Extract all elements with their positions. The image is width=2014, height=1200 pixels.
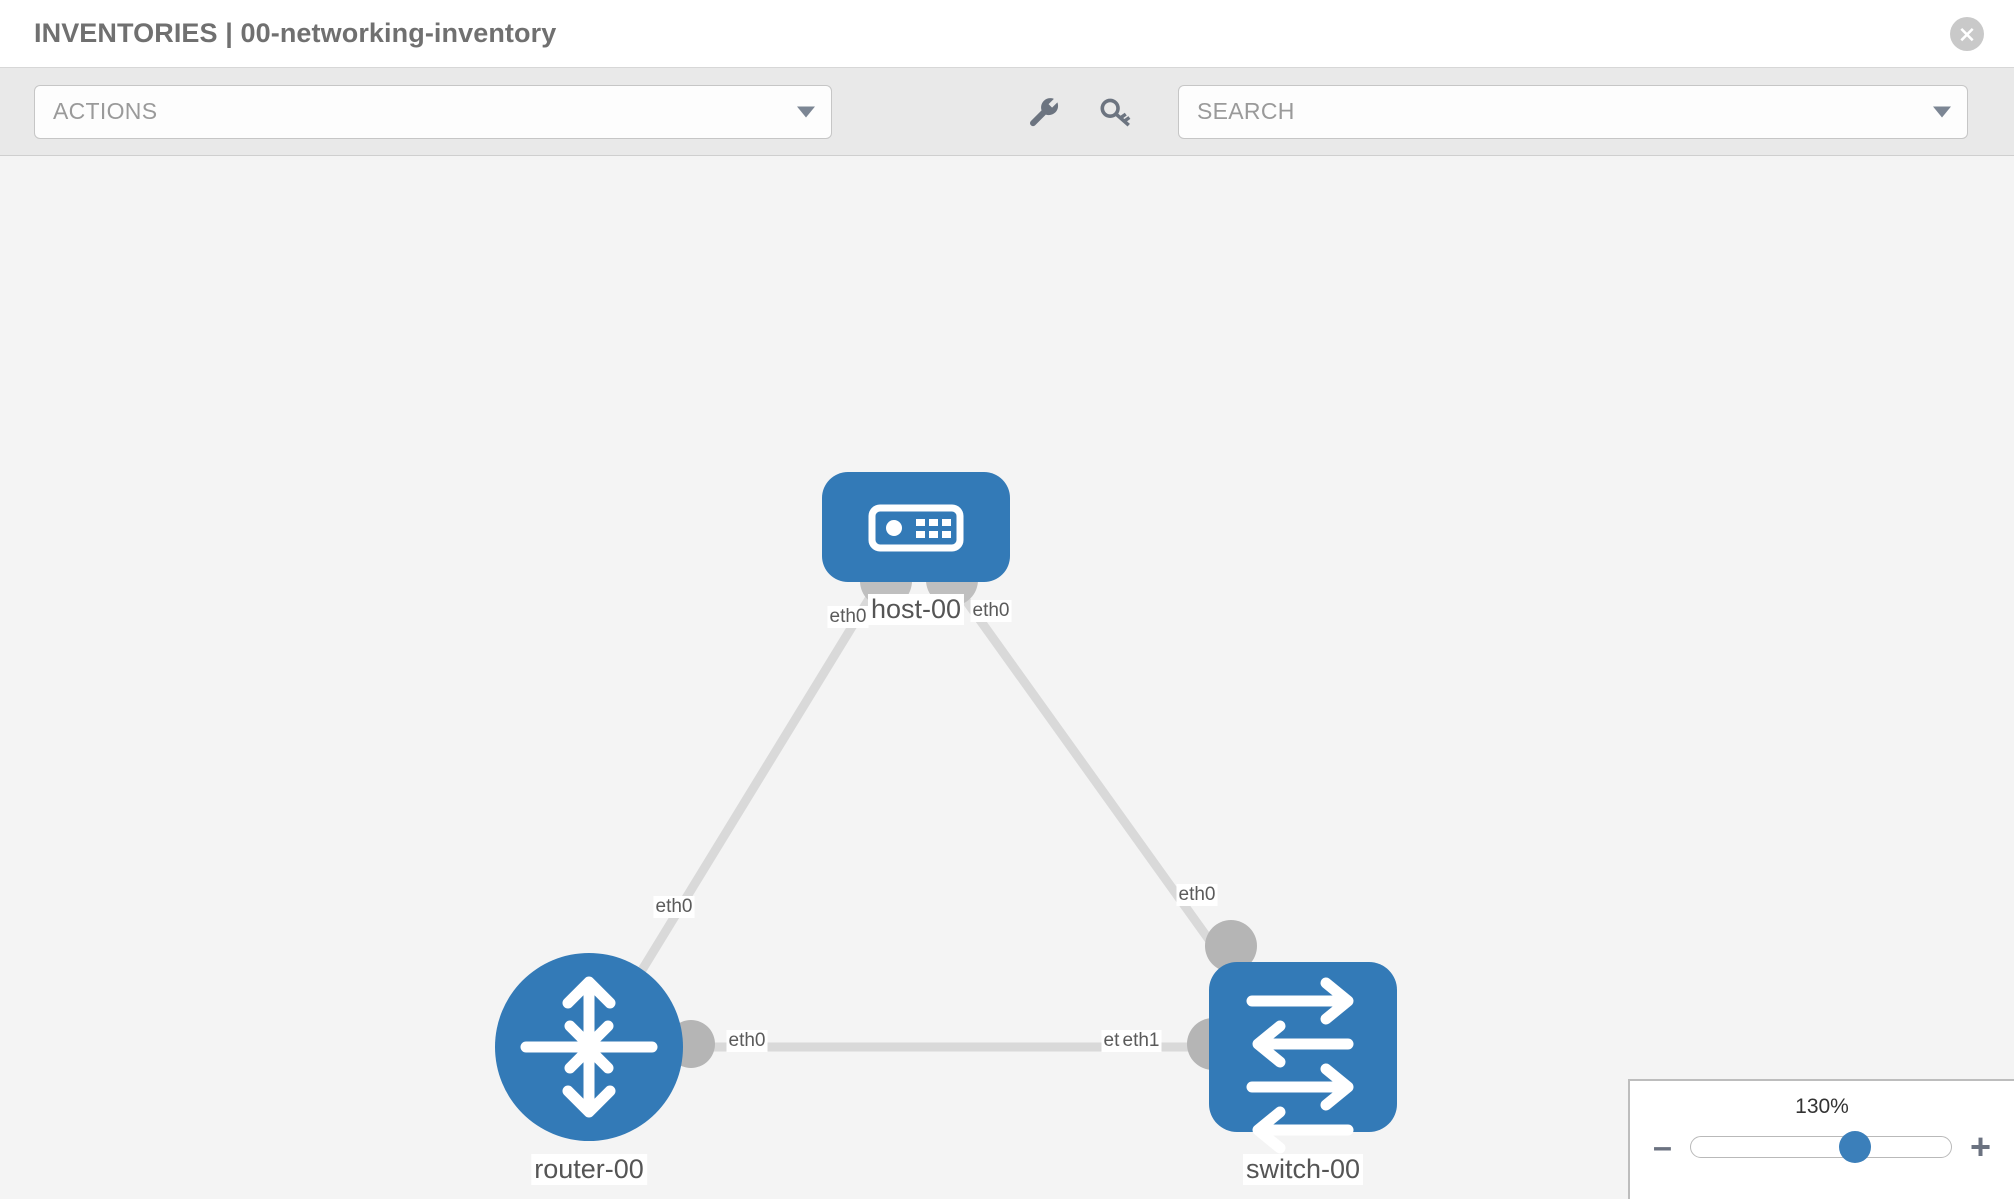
iface-label: eth0 xyxy=(970,600,1012,622)
wrench-icon[interactable] xyxy=(1022,90,1066,134)
zoom-out-button[interactable]: – xyxy=(1653,1128,1672,1166)
breadcrumb: INVENTORIES | 00-networking-inventory xyxy=(34,18,557,48)
search-placeholder: SEARCH xyxy=(1197,98,1295,124)
chevron-down-icon xyxy=(1933,106,1951,117)
iface-label: eth0 xyxy=(653,896,695,918)
topology-graph xyxy=(495,472,1397,1154)
topology-links xyxy=(616,578,1239,1052)
zoom-control-panel: 130% – + xyxy=(1628,1079,2014,1199)
actions-dropdown-label: ACTIONS xyxy=(53,98,158,124)
node-label-router-00: router-00 xyxy=(531,1154,647,1185)
search-input[interactable]: SEARCH xyxy=(1178,84,1968,139)
iface-label: eth0 xyxy=(827,606,869,628)
page-header: INVENTORIES | 00-networking-inventory xyxy=(0,0,2014,68)
toolbar-icon-group xyxy=(1022,90,1138,134)
close-icon[interactable] xyxy=(1950,16,1984,51)
node-switch-00[interactable] xyxy=(1209,962,1397,1154)
zoom-slider-row: – + xyxy=(1630,1129,2014,1165)
close-x-glyph xyxy=(1960,27,1974,41)
link-host00-router00 xyxy=(616,578,884,1009)
key-glyph xyxy=(1100,98,1131,127)
link-host00-switch00 xyxy=(948,578,1239,979)
topology-canvas[interactable]: host-00 router-00 switch-00 eth0 eth0 et… xyxy=(0,156,2014,1199)
chevron-down-icon xyxy=(797,106,815,117)
zoom-level-value: 130% xyxy=(1795,1095,1849,1118)
zoom-in-button[interactable]: + xyxy=(1969,1126,1991,1167)
key-icon[interactable] xyxy=(1094,90,1138,134)
iface-label: eth1 xyxy=(1120,1030,1162,1052)
topology-handles xyxy=(667,554,1257,1070)
zoom-slider-thumb[interactable] xyxy=(1838,1131,1871,1163)
zoom-slider[interactable] xyxy=(1689,1131,1952,1163)
router-icon xyxy=(520,976,658,1118)
iface-label: eth0 xyxy=(1176,884,1218,906)
toolbar: ACTIONS SEARCH xyxy=(0,68,2014,156)
node-router-00[interactable] xyxy=(495,953,683,1141)
switch-icon xyxy=(1246,977,1354,1154)
actions-dropdown[interactable]: ACTIONS xyxy=(34,84,832,139)
node-label-switch-00: switch-00 xyxy=(1242,1154,1364,1185)
node-label-host-00: host-00 xyxy=(867,594,965,625)
wrench-glyph xyxy=(1030,97,1059,126)
handle-switch00-top xyxy=(1205,920,1257,972)
iface-label: eth0 xyxy=(726,1030,768,1052)
node-host-00[interactable] xyxy=(822,472,1010,582)
server-icon xyxy=(868,504,964,552)
